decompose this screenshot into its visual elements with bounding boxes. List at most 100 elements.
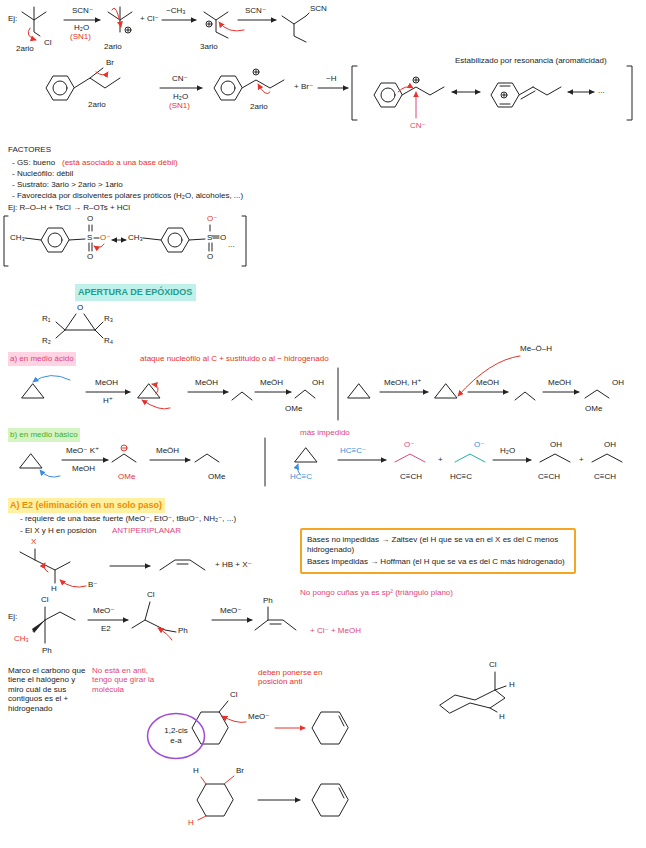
sn1-example-2 <box>402 87 444 95</box>
note-label: MeÖH <box>476 378 499 387</box>
note-label: HC≡C <box>450 472 472 481</box>
note-label: + Br⁻ <box>294 82 313 91</box>
acid-opening <box>22 384 44 398</box>
cyclohexane-example <box>198 776 234 820</box>
base-opening <box>123 448 126 449</box>
tosylate-resonance <box>161 228 189 252</box>
base-opening <box>20 454 42 468</box>
note-label: OH <box>604 440 616 449</box>
note-label: H <box>51 584 57 593</box>
acid-opening <box>188 392 228 393</box>
note-label: ~CH₃ <box>166 6 185 15</box>
e2-example <box>132 602 176 632</box>
acid-opening <box>468 392 508 393</box>
note-label: H₂O <box>173 92 188 101</box>
note-label: HC≡C⁻ <box>340 446 366 455</box>
node-text: a) en medio ácido <box>10 354 74 364</box>
cyclohexane-example <box>192 672 506 820</box>
sn1-example-1 <box>125 27 131 33</box>
sn1-example-2 <box>318 88 348 89</box>
sn1-example-2 <box>46 76 74 100</box>
note-label: MeOH <box>95 378 118 387</box>
base-opening <box>592 454 622 462</box>
e2-scheme <box>160 560 205 570</box>
note-label: OMe <box>285 404 302 413</box>
base-opening <box>540 454 570 462</box>
acid-opening <box>515 392 535 400</box>
note-label: - El X y H en posición <box>20 526 96 535</box>
acid-opening <box>86 392 130 393</box>
note-label: X <box>31 537 36 546</box>
acid-opening <box>138 384 160 398</box>
rule-box: Bases no impedidas → Zaitsev (el H que s… <box>300 528 576 574</box>
cyclohexane-example <box>258 800 300 801</box>
note-label: S <box>87 233 92 242</box>
note-label: Br <box>236 766 244 775</box>
note-label: (SN1) <box>70 32 91 41</box>
note-label: 2ario <box>16 44 34 53</box>
acid-opening <box>22 356 609 420</box>
sn1-example-2 <box>74 68 120 88</box>
sn1-example-1 <box>219 22 244 31</box>
e2-scheme <box>110 566 150 567</box>
note-label: CN⁻ <box>410 121 426 130</box>
note-label: + Cl⁻ + MeOH <box>310 626 361 635</box>
note-label: OMe <box>585 404 602 413</box>
sn1-example-2 <box>46 66 632 120</box>
note-label: O <box>87 214 93 223</box>
node-text: Bases impedidas → Hoffman (el H que se v… <box>307 557 569 567</box>
note-label: Br <box>106 58 114 67</box>
note-label: O <box>220 233 226 242</box>
note-label: ~H <box>326 74 336 83</box>
note-label: B⁻ <box>88 580 98 589</box>
tosylate-resonance <box>168 233 182 247</box>
note-label: Ej: R–O–H + TsCl → R–OTs + HCl <box>8 203 130 212</box>
sn1-example-2 <box>398 87 413 92</box>
note-label: CH₃ <box>10 233 25 242</box>
note-label: MeÖH <box>260 378 283 387</box>
note-label: H₂O <box>74 23 89 32</box>
note-label: (está asociado a una base débil) <box>62 158 178 167</box>
sn1-example-2 <box>519 87 561 99</box>
note-label: ataque nucleófilo al C + sustituido o al… <box>140 354 329 363</box>
acid-opening <box>295 390 315 398</box>
sn1-example-1 <box>28 28 36 40</box>
acid-opening <box>255 392 291 393</box>
e2-scheme <box>20 549 205 587</box>
note-label: + HB + X⁻ <box>215 560 252 569</box>
note-label: 2ario <box>88 100 106 109</box>
cyclohexane-example <box>219 701 228 712</box>
node-text: APERTURA DE EPÓXIDOS <box>78 287 192 298</box>
note-label: MeÖH <box>156 446 179 455</box>
note-label: OMe <box>118 472 135 481</box>
note-label: No está en anti, tengo que girar la molé… <box>92 666 160 694</box>
note-label: Marco el carbono que tiene el halógeno y… <box>8 666 88 713</box>
section-band: APERTURA DE EPÓXIDOS <box>75 284 196 301</box>
tosylate-resonance <box>69 225 99 251</box>
sn1-example-1 <box>282 13 309 42</box>
note-label: - requiere de una base fuerte (MeO⁻, EtO… <box>20 514 236 523</box>
note-label: MeO⁻ <box>248 712 270 721</box>
note-label: SCN⁻ <box>72 6 93 15</box>
acid-opening <box>232 392 252 400</box>
acid-opening <box>458 356 520 396</box>
note-label: MeOH <box>72 464 95 473</box>
sn1-example-2 <box>416 92 417 118</box>
note-label: Cl <box>41 595 49 604</box>
note-label: Ej: <box>8 14 17 23</box>
base-opening <box>395 454 425 462</box>
sn1-example-2 <box>381 88 395 102</box>
note-label: O⁻ <box>207 214 217 223</box>
cyclohexane-example <box>312 712 348 744</box>
note-label: ... <box>598 86 605 95</box>
sn1-example-2 <box>503 94 506 97</box>
sn1-example-2 <box>242 80 284 88</box>
note-label: No pongo cuñas ya es sp² (triángulo plan… <box>300 588 453 597</box>
base-opening <box>455 454 485 462</box>
note-label: más impedido <box>300 428 350 437</box>
e2-scheme <box>44 563 48 572</box>
sn1-example-2 <box>452 92 480 93</box>
sn1-example-2 <box>374 83 402 107</box>
acid-opening <box>380 392 428 393</box>
